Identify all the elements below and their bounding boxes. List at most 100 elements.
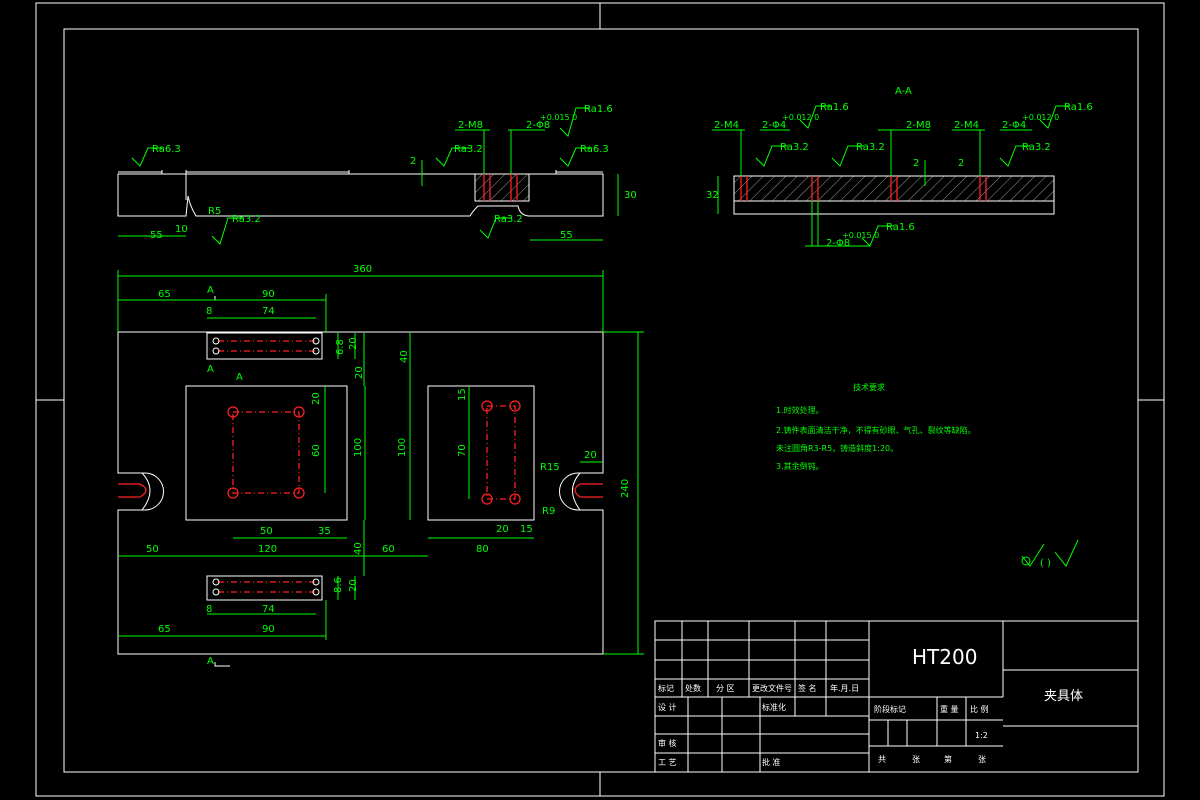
- sec-phi8-bottom: 2-Φ8: [826, 238, 850, 249]
- tb-design: 设 计: [658, 702, 677, 712]
- dim-80: 80: [476, 544, 489, 555]
- tech-item-3: 未注圆角R3-R5，铸造斜度1:20。: [776, 443, 898, 453]
- tb-scale: 1:2: [975, 731, 988, 740]
- ra63-left: Ra6.3: [152, 144, 181, 155]
- tb-review: 审 核: [658, 738, 677, 748]
- sec-m8: 2-M8: [906, 120, 931, 131]
- dim-50-a: 50: [260, 526, 273, 537]
- tb-stage: 阶段标记: [874, 704, 906, 714]
- tb-sheets-unit2: 张: [978, 755, 986, 764]
- sec-dim-32: 32: [706, 190, 719, 201]
- tech-heading: 技术要求: [853, 382, 885, 392]
- dim-15: 15: [457, 388, 468, 401]
- tb-approve: 批 准: [762, 757, 781, 767]
- ra32-top: Ra3.2: [454, 144, 483, 155]
- dim-240: 240: [620, 479, 631, 498]
- tb-part-name: 夹具体: [1044, 689, 1083, 704]
- tech-requirements: 技术要求 1.时效处理。 2.铸件表面清洁干净，不得有砂眼、气孔、裂纹等缺陷。 …: [776, 382, 976, 471]
- dim-100-b: 100: [397, 438, 408, 457]
- plan-view: A A A A 360 65 90 8 74 6.8 20 20 40 20 6…: [117, 264, 644, 667]
- dim-40-b: 40: [353, 542, 364, 555]
- dim-55-left: 55: [150, 230, 163, 241]
- dim-20-top: 20: [348, 337, 359, 350]
- tb-sign: 签 名: [798, 683, 817, 693]
- sec-tol-phi4-left: +0.012 0: [782, 113, 819, 122]
- dim-90-top: 90: [262, 289, 275, 300]
- sec-m4-left: 2-M4: [714, 120, 739, 131]
- dim-74-bottom: 74: [262, 604, 275, 615]
- dim-35: 35: [318, 526, 331, 537]
- sec-ra32-left: Ra3.2: [780, 142, 809, 153]
- tb-sheet-no: 第: [944, 754, 952, 764]
- roughness-paren: ( ): [1040, 558, 1051, 569]
- dim-10: 10: [175, 224, 188, 235]
- ra63-right: Ra6.3: [580, 144, 609, 155]
- section-title: A-A: [895, 86, 912, 97]
- sec-m4-right: 2-M4: [954, 120, 979, 131]
- ra16-front: Ra1.6: [584, 104, 613, 115]
- tb-material: HT200: [912, 645, 977, 669]
- sec-tol-phi8-bottom: +0.015 0: [842, 231, 879, 240]
- dim-8-top: 8: [206, 306, 212, 317]
- tb-sheets-unit1: 张: [912, 755, 920, 764]
- sec-ra32-mid: Ra3.2: [856, 142, 885, 153]
- dim-86-bottom: 8.6: [333, 577, 344, 593]
- dim-360: 360: [353, 264, 372, 275]
- r15-label: R15: [540, 462, 560, 473]
- roughness-general-symbol: ( ): [1021, 539, 1079, 569]
- dim-30: 30: [624, 190, 637, 201]
- title-block: 标记 处数 分 区 更改文件号 签 名 年.月.日 设 计 标准化 审 核 工 …: [654, 620, 1139, 773]
- dim-55-right: 55: [560, 230, 573, 241]
- tb-date: 年.月.日: [830, 683, 859, 693]
- tb-standard: 标准化: [762, 702, 786, 712]
- tech-item-4: 3.其余倒钝。: [776, 461, 824, 471]
- tb-mark: 标记: [658, 683, 674, 693]
- dim-70: 70: [457, 444, 468, 457]
- sec-phi4-right: 2-Φ4: [1002, 120, 1026, 131]
- dim-90-bottom: 90: [262, 624, 275, 635]
- dim-2-front: 2: [410, 156, 416, 167]
- tb-zone: 分 区: [716, 684, 735, 693]
- dim-60-b: 60: [382, 544, 395, 555]
- dim-120: 120: [258, 544, 277, 555]
- sec-dim-2a: 2: [913, 158, 919, 169]
- r9-label: R9: [542, 506, 555, 517]
- dim-20-b: 20: [354, 366, 365, 379]
- dim-50-b: 50: [146, 544, 159, 555]
- dim-20-c: 20: [311, 392, 322, 405]
- dim-65-bottom: 65: [158, 624, 171, 635]
- dim-40: 40: [399, 350, 410, 363]
- dim-74-top: 74: [262, 306, 275, 317]
- tech-item-1: 1.时效处理。: [776, 405, 824, 415]
- section-marker-top: A: [207, 285, 214, 296]
- dim-65-top: 65: [158, 289, 171, 300]
- tb-weight: 重 量: [940, 704, 959, 714]
- tb-count: 处数: [685, 683, 701, 693]
- dim-20-bottom: 20: [348, 579, 359, 592]
- tb-scale-label: 比 例: [970, 704, 989, 714]
- sec-ra16-left: Ra1.6: [820, 102, 849, 113]
- sec-dim-2b: 2: [958, 158, 964, 169]
- dim-15-b: 15: [520, 524, 533, 535]
- dim-100-a: 100: [353, 438, 364, 457]
- sec-phi4-left: 2-Φ4: [762, 120, 786, 131]
- section-view: A-A 32 2-M4 2-Φ4 +0.012 0 Ra1.6 2-M8 2-M…: [706, 86, 1093, 249]
- hole-phi8-front: 2-Φ8: [526, 120, 550, 131]
- section-marker-bottom: A: [207, 656, 214, 667]
- r5-label: R5: [208, 206, 221, 217]
- dim-20-e: 20: [584, 450, 597, 461]
- dim-60: 60: [311, 444, 322, 457]
- tech-item-2: 2.铸件表面清洁干净，不得有砂眼、气孔、裂纹等缺陷。: [776, 425, 976, 435]
- ra32-slot: Ra3.2: [232, 214, 261, 225]
- ra32-bottom: Ra3.2: [494, 214, 523, 225]
- front-view: 55 55 30 10 R5 2 Ra6.3 Ra3.2 Ra6.3 Ra1.6…: [117, 104, 637, 245]
- sec-ra16-bottom: Ra1.6: [886, 222, 915, 233]
- sec-tol-phi4-right: +0.012 0: [1022, 113, 1059, 122]
- tol-phi8-front: +0.015 0: [540, 113, 577, 122]
- dim-68-top: 6.8: [335, 339, 346, 355]
- dim-8-bottom: 8: [206, 604, 212, 615]
- tb-sheets-total: 共: [878, 755, 886, 764]
- dim-20-d: 20: [496, 524, 509, 535]
- sec-ra16-right: Ra1.6: [1064, 102, 1093, 113]
